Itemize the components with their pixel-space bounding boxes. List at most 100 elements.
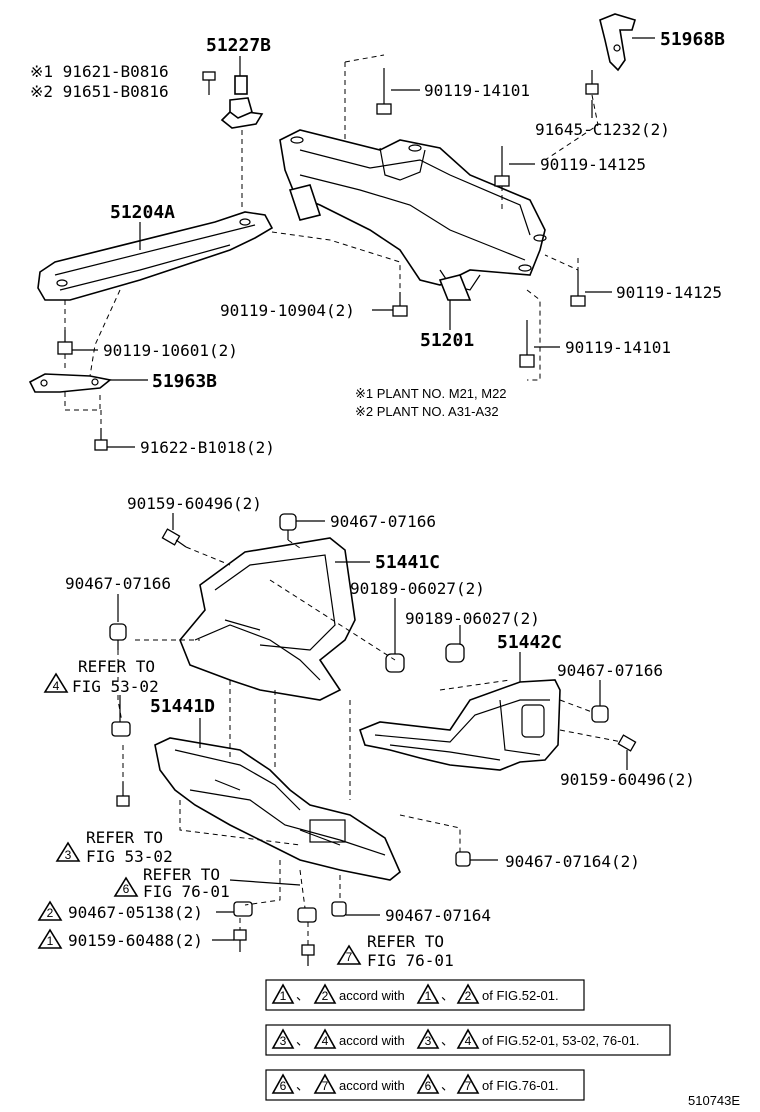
label-90159-60496-a: 90159-60496(2) xyxy=(127,494,262,513)
triangle-markers: 4 3 6 2 1 7 xyxy=(37,672,362,965)
legend-row-1-mid: accord with xyxy=(339,988,405,1003)
label-90467-07166-b: 90467-07166 xyxy=(65,574,171,593)
bolt-90119-14101-b xyxy=(519,320,535,368)
bolt-91645 xyxy=(585,70,599,95)
svg-text:7: 7 xyxy=(346,950,353,964)
marker-2: 2 xyxy=(37,900,63,921)
bolt-90159-60488 xyxy=(233,929,247,952)
bolt-90119-14101-a xyxy=(376,68,392,115)
crossmember-51201 xyxy=(279,129,547,301)
label-90467-07166-a: 90467-07166 xyxy=(330,512,436,531)
svg-text:、: 、 xyxy=(296,988,309,1003)
label-51963B: 51963B xyxy=(152,371,217,392)
label-90467-07164-b: 90467-07164 xyxy=(385,906,491,925)
svg-text:1: 1 xyxy=(47,934,54,948)
svg-text:2: 2 xyxy=(47,906,54,920)
svg-text:2: 2 xyxy=(322,989,329,1003)
screw-90159-60496-a xyxy=(161,528,187,548)
assembly-lines-lower xyxy=(117,539,623,945)
svg-text:7: 7 xyxy=(465,1079,472,1093)
legend-row-3: 6 、 7 accord with 6 、 7 of FIG.76-01. xyxy=(265,1069,585,1101)
label-90189-06027-a: 90189-06027(2) xyxy=(350,579,485,598)
clip-90189-06027-a xyxy=(385,653,405,673)
svg-text:6: 6 xyxy=(425,1079,432,1093)
bolt-91622 xyxy=(94,428,108,451)
bolt-90119-10904 xyxy=(392,292,408,317)
label-90189-06027-b: 90189-06027(2) xyxy=(405,609,540,628)
label-90119-10904: 90119-10904(2) xyxy=(220,301,355,320)
label-90119-10601: 90119-10601(2) xyxy=(103,341,238,360)
label-51968B: 51968B xyxy=(660,29,725,50)
label-90467-07164-a: 90467-07164(2) xyxy=(505,852,640,871)
svg-text:3: 3 xyxy=(280,1034,287,1048)
label-90467-05138: 90467-05138(2) xyxy=(68,903,203,922)
brace-51204A xyxy=(37,211,274,301)
bolt-91621 xyxy=(202,71,216,95)
svg-text:3: 3 xyxy=(425,1034,432,1048)
clip-90467-07164-b xyxy=(331,901,347,917)
marker-6: 6 xyxy=(113,876,139,897)
label-51442C: 51442C xyxy=(497,632,562,653)
clip-90467-07164-a xyxy=(455,851,471,867)
label-ref6-line1: REFER TO xyxy=(143,865,220,884)
label-ref6-line2: FIG 76-01 xyxy=(143,882,230,901)
svg-text:4: 4 xyxy=(53,679,60,693)
label-ref7-line1: REFER TO xyxy=(367,932,444,951)
clip-90467-07166-c xyxy=(591,705,609,723)
bolt-90119-14125-a xyxy=(494,146,510,187)
label-90119-14101-a: 90119-14101 xyxy=(424,81,530,100)
diagram-id: 510743E xyxy=(688,1093,740,1108)
label-51227B: 51227B xyxy=(206,35,271,56)
svg-text:、: 、 xyxy=(296,1078,309,1093)
svg-text:6: 6 xyxy=(280,1079,287,1093)
svg-text:7: 7 xyxy=(322,1079,329,1093)
part-labels: 51227B 51968B ※1 91621-B0816 ※2 91651-B0… xyxy=(30,29,725,970)
label-ref4-line2: FIG 53-02 xyxy=(72,677,159,696)
bolt-ref7 xyxy=(301,944,315,966)
legend-row-1: 1 、 2 accord with 1 、 2 of FIG.52-01. xyxy=(265,979,585,1011)
clip-90467-07166-a xyxy=(279,513,297,540)
label-90119-14125-b: 90119-14125 xyxy=(616,283,722,302)
bracket-51227B xyxy=(220,75,264,129)
label-90159-60496-b: 90159-60496(2) xyxy=(560,770,695,789)
svg-text:、: 、 xyxy=(441,988,454,1003)
label-91622: 91622-B1018(2) xyxy=(140,438,275,457)
label-90159-60488: 90159-60488(2) xyxy=(68,931,203,950)
cover-51441D xyxy=(154,737,401,881)
legend-row-2: 3 、 4 accord with 3 、 4 of FIG.52-01, 53… xyxy=(265,1024,671,1056)
bracket-51968B xyxy=(599,13,636,72)
svg-text:4: 4 xyxy=(322,1034,329,1048)
clip-ref6 xyxy=(297,907,317,923)
assembly-lines-upper xyxy=(64,54,599,428)
svg-text:、: 、 xyxy=(296,1033,309,1048)
screw-90159-60496-b xyxy=(617,734,637,752)
cover-51441C xyxy=(179,537,356,701)
label-51204A: 51204A xyxy=(110,202,175,223)
legend-row-2-tail: of FIG.52-01, 53-02, 76-01. xyxy=(482,1033,640,1048)
svg-text:、: 、 xyxy=(441,1033,454,1048)
legend-row-2-mid: accord with xyxy=(339,1033,405,1048)
marker-7: 7 xyxy=(336,944,362,965)
bolt-ref3 xyxy=(116,782,130,807)
note-plant-2: ※2 PLANT NO. A31-A32 xyxy=(355,404,499,419)
label-91621: ※1 91621-B0816 xyxy=(30,62,169,81)
label-ref3-line1: REFER TO xyxy=(86,828,163,847)
label-90119-14101-b: 90119-14101 xyxy=(565,338,671,357)
bolt-90119-14125-b xyxy=(570,270,586,307)
label-ref3-line2: FIG 53-02 xyxy=(86,847,173,866)
svg-text:6: 6 xyxy=(123,882,130,896)
cover-51442C xyxy=(359,679,561,771)
clip-90467-07166-b xyxy=(109,623,127,650)
svg-text:1: 1 xyxy=(280,989,287,1003)
note-plant-1: ※1 PLANT NO. M21, M22 xyxy=(355,386,507,401)
leader-lines-lower xyxy=(117,513,628,941)
label-51201: 51201 xyxy=(420,330,474,351)
marker-4: 4 xyxy=(43,672,69,693)
legend-row-1-tail: of FIG.52-01. xyxy=(482,988,559,1003)
brace-51963B xyxy=(28,373,112,393)
label-90119-14125-a: 90119-14125 xyxy=(540,155,646,174)
svg-text:2: 2 xyxy=(465,989,472,1003)
svg-text:4: 4 xyxy=(465,1034,472,1048)
